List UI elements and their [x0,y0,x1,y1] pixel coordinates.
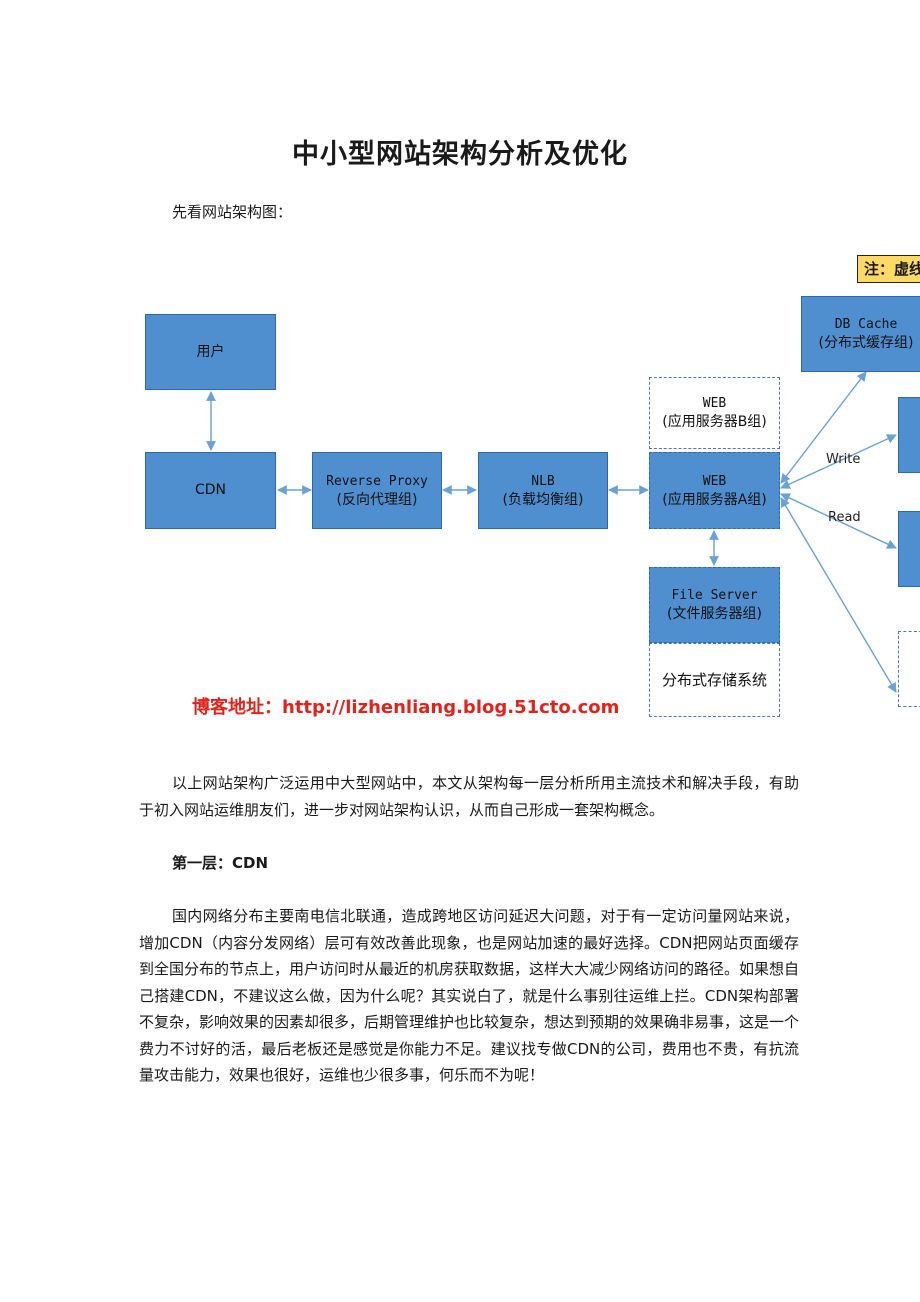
paragraph-intro: 以上网站架构广泛运用中大型网站中，本文从架构每一层分析所用主流技术和解决手段，有… [139,774,799,819]
node-proxy-line1: Reverse Proxy [326,473,428,489]
edge-web-other [780,497,897,693]
node-db-line1: DB Cache [834,317,898,332]
node-file-server: File Server (文件服务器组) [649,567,780,643]
architecture-diagram: 用户 CDN Reverse Proxy (反向代理组) NLB (负载均衡组)… [0,250,920,725]
node-db-write [898,397,920,473]
node-nlb-line1: NLB [531,473,555,489]
node-other-dashed [898,631,920,707]
section-heading-cdn: 第一层：CDN [172,854,269,872]
node-web-a-line2: (应用服务器A组) [662,491,767,508]
read-label: Read [828,510,861,525]
node-storage-label: 分布式存储系统 [661,670,767,689]
node-reverse-proxy: Reverse Proxy (反向代理组) [312,452,442,529]
node-user: 用户 [145,314,276,390]
intro-text: 先看网站架构图： [172,203,293,221]
blog-watermark: 博客地址：http://lizhenliang.blog.51cto.com [192,697,620,718]
write-label: Write [826,452,861,467]
paragraph-cdn: 国内网络分布主要南电信北联通，造成跨地区访问延迟大问题，对于有一定访问量网站来说… [139,907,800,1084]
node-nlb: NLB (负载均衡组) [478,452,608,529]
diagram-connectors [206,371,897,693]
node-proxy-line2: (反向代理组) [336,491,418,508]
node-file-line2: (文件服务器组) [667,606,762,622]
node-cdn: CDN [145,452,276,529]
node-db-line2: (分布式缓存组) [818,335,914,351]
node-file-line1: File Server [671,588,758,603]
node-web-b-line2: (应用服务器B组) [662,414,767,430]
node-web-a-line1: WEB [702,473,727,489]
node-storage: 分布式存储系统 [649,643,780,717]
node-db-read [898,511,920,587]
node-db-cache: DB Cache (分布式缓存组) [801,296,920,372]
node-cdn-label: CDN [194,482,227,498]
node-user-label: 用户 [196,343,225,360]
edge-web-write [780,434,897,489]
node-web-b-line1: WEB [702,396,727,411]
page-title: 中小型网站架构分析及优化 [292,139,628,170]
legend-note: 注：虚线 [857,255,920,283]
node-web-a: WEB (应用服务器A组) [649,452,780,529]
node-nlb-line2: (负载均衡组) [502,491,584,508]
node-web-b: WEB (应用服务器B组) [649,377,780,449]
